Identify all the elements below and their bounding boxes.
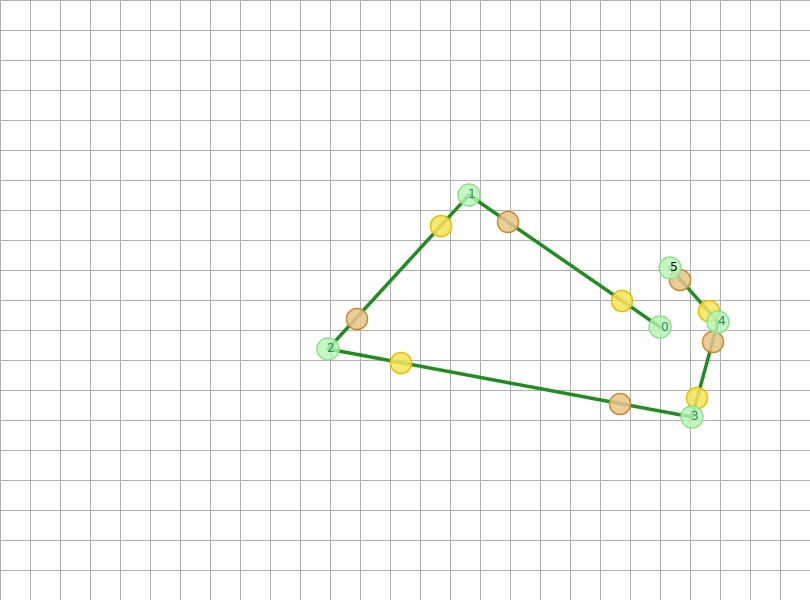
vertex-3[interactable]: 3 [680,405,704,429]
marker-yellow-6[interactable] [685,386,709,410]
marker-orange-7[interactable] [701,330,725,354]
vertex-5[interactable]: 5 [658,256,682,280]
vertex-label-0: 0 [661,320,669,334]
vertex-node-4[interactable] [706,310,730,334]
marker-layer [345,210,725,416]
vertex-layer: 0 1 2 3 4 5 [316,183,730,429]
vertex-1[interactable]: 1 [457,183,481,207]
vertex-label-2: 2 [327,341,335,355]
vertex-2[interactable]: 2 [316,337,340,361]
vertex-label-5: 5 [670,260,678,274]
vertex-node-0[interactable] [648,315,672,339]
marker-orange-1[interactable] [496,210,520,234]
vertex-4[interactable]: 4 [706,310,730,334]
marker-yellow-2[interactable] [429,214,453,238]
vertex-label-3: 3 [691,409,699,423]
marker-yellow-4[interactable] [389,351,413,375]
vertex-node-2[interactable] [316,337,340,361]
vertex-label-1: 1 [468,187,476,201]
path-segment-2-3 [326,347,694,419]
vertex-node-3[interactable] [680,405,704,429]
marker-yellow-0[interactable] [610,289,634,313]
marker-orange-3[interactable] [345,307,369,331]
path-layer [326,193,720,419]
vertex-label-4: 4 [718,314,726,328]
vertex-node-1[interactable] [457,183,481,207]
marker-orange-5[interactable] [608,392,632,416]
vertex-0[interactable]: 0 [648,315,672,339]
vertex-node-5[interactable] [658,256,682,280]
